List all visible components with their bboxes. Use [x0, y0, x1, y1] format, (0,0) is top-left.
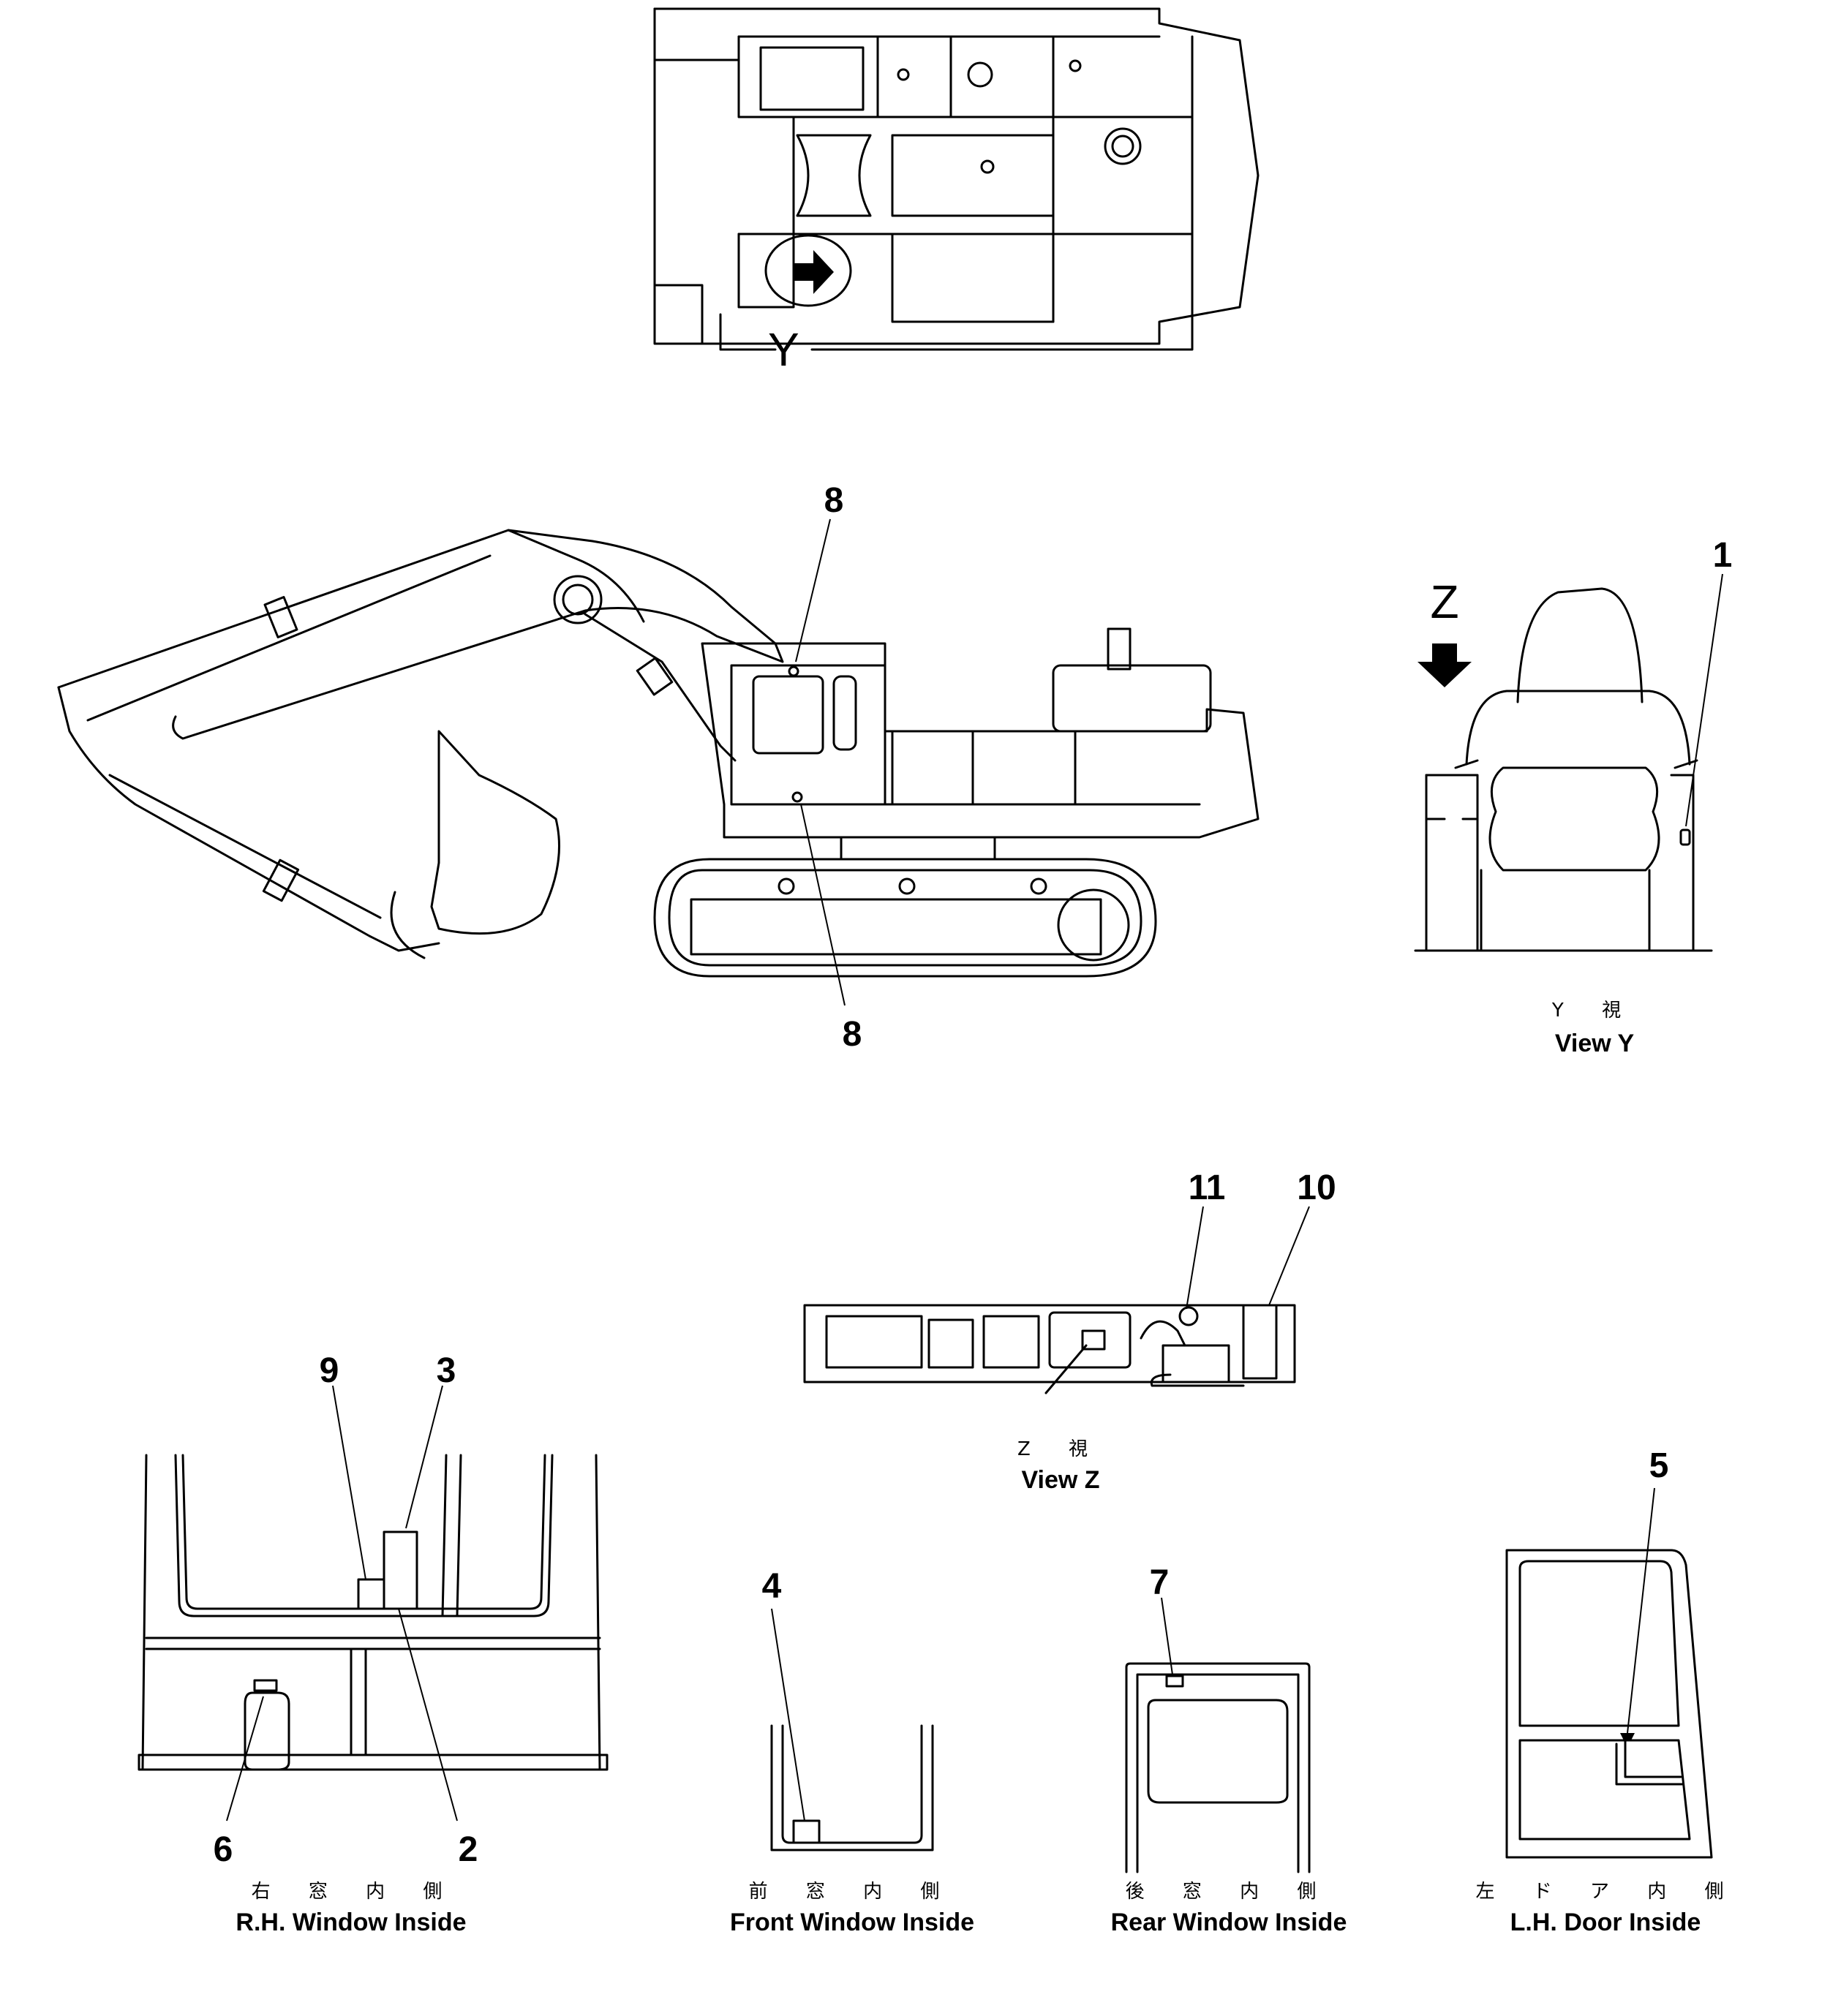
callout-4: 4: [762, 1567, 782, 1606]
rh-window: 9 3 6 2 右 窓 内 側 R.H. Window Inside: [138, 1351, 609, 1936]
rh-window-caption-en: R.H. Window Inside: [236, 1909, 466, 1936]
callout-1: 1: [1713, 536, 1733, 575]
rear-window: 7 後 窓 内 側 Rear Window Inside: [1111, 1563, 1347, 1936]
top-view: Y: [653, 7, 1260, 376]
view-z: 11 10 Z 視 View Z: [803, 1169, 1336, 1494]
view-z-caption-en: View Z: [1021, 1466, 1099, 1494]
side-view: 8 8: [57, 481, 1260, 1054]
callout-9: 9: [320, 1351, 339, 1390]
callout-7: 7: [1150, 1563, 1170, 1602]
front-window: 4 前 窓 内 側 Front Window Inside: [730, 1567, 974, 1936]
callout-3: 3: [437, 1351, 456, 1390]
rh-window-caption-jp: 右 窓 内 側: [252, 1881, 459, 1903]
callout-11: 11: [1189, 1169, 1226, 1207]
callout-5: 5: [1649, 1446, 1669, 1485]
view-y-caption-jp: Y 視: [1551, 1000, 1637, 1022]
callout-8-top: 8: [824, 481, 844, 520]
front-window-caption-jp: 前 窓 内 側: [749, 1881, 956, 1903]
callout-10: 10: [1297, 1169, 1336, 1207]
callout-6: 6: [214, 1830, 233, 1869]
rear-window-caption-jp: 後 窓 内 側: [1126, 1881, 1333, 1903]
callout-8-bottom: 8: [843, 1015, 862, 1054]
view-y-marker: Y: [768, 323, 799, 376]
view-z-caption-jp: Z 視: [1017, 1438, 1104, 1460]
front-window-caption-en: Front Window Inside: [730, 1909, 974, 1936]
rear-window-caption-en: Rear Window Inside: [1111, 1909, 1347, 1936]
lh-door-caption-jp: 左 ド ア 内 側: [1475, 1881, 1739, 1903]
view-y: Z 1 Y 視 View Y: [1414, 536, 1733, 1057]
lh-door-caption-en: L.H. Door Inside: [1510, 1909, 1701, 1936]
callout-2: 2: [459, 1830, 478, 1869]
view-y-caption-en: View Y: [1555, 1030, 1635, 1057]
view-z-marker: Z: [1430, 575, 1458, 628]
lh-door: 5 左 ド ア 内 側 L.H. Door Inside: [1475, 1446, 1739, 1936]
